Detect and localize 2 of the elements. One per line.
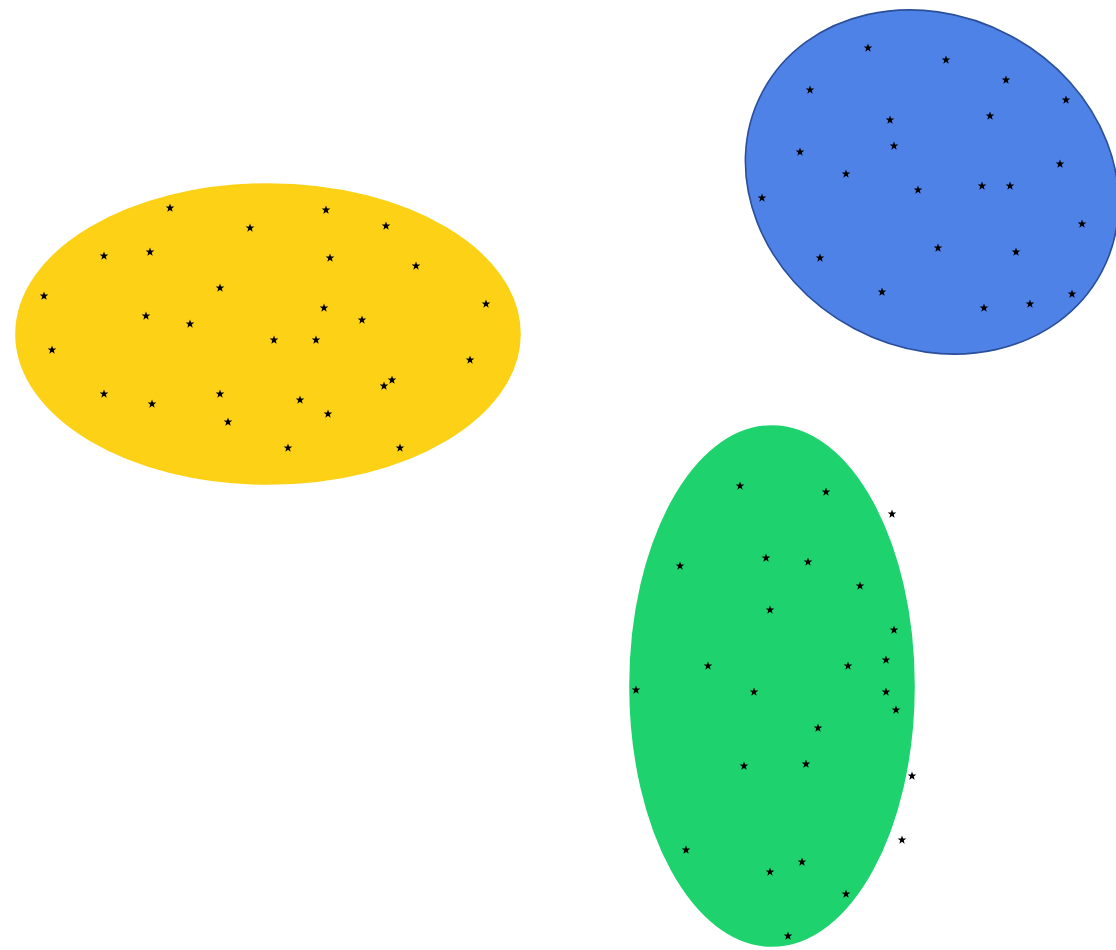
ellipse-shape <box>744 9 1116 355</box>
ellipse-shape <box>15 183 521 485</box>
